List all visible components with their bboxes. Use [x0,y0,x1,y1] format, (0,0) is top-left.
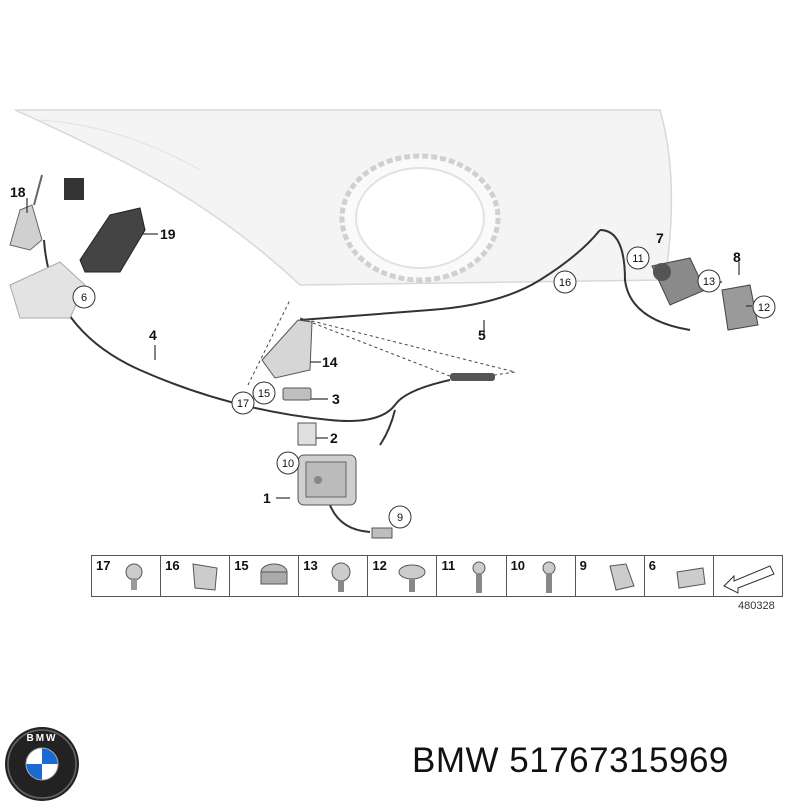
svg-text:BMW: BMW [27,733,58,744]
circled-callout-9: 9 [388,505,412,529]
callout-2: 2 [330,430,338,446]
parts-cell-number: 17 [96,558,111,573]
callout-7: 7 [656,230,664,246]
callout-8: 8 [733,249,741,265]
parts-cell-10: 10 [507,556,576,596]
bracket-14 [261,319,313,379]
screw-icon [331,562,351,592]
part-number-label: BMW 51767315969 [412,741,729,780]
circled-callout-12: 12 [752,295,776,319]
parts-cell-15: 15 [230,556,300,596]
sensor-18 [9,174,43,251]
bracket-8 [721,284,759,331]
hood-panel [14,109,673,286]
callout-19: 19 [160,226,176,242]
callout-1: 1 [263,490,271,506]
parts-cell-number: 11 [441,558,456,573]
parts-cell-6: 6 [645,556,714,596]
circled-callout-11: 11 [626,246,650,270]
svg-text:15: 15 [258,388,270,400]
connector-top [64,178,84,200]
parts-cell-12: 12 [368,556,438,596]
callout-5: 5 [478,327,486,343]
parts-cell-direction [714,556,782,596]
svg-text:16: 16 [559,277,571,289]
arrow-icon [722,565,775,594]
svg-text:11: 11 [632,253,643,265]
part-3 [282,387,312,401]
parts-cell-number: 10 [510,558,526,573]
parts-cell-number: 16 [165,558,180,573]
clip-icon [125,563,143,590]
bolt-icon [472,561,486,593]
part-2 [297,422,317,446]
screw-icon [398,564,426,592]
cable-end-5 [450,373,495,381]
parts-cell-16: 16 [161,556,231,596]
cable-clip-icon [676,567,706,589]
clip-icon [192,563,218,591]
parts-cell-number: 15 [234,558,249,573]
parts-cell-17: 17 [92,556,162,596]
hood-lock-assembly [297,454,357,506]
parts-cell-number: 12 [372,558,387,573]
circled-callout-13: 13 [697,269,721,293]
cover-19 [79,207,146,273]
small-parts-row: 17 16 15 13 12 11 10 9 6 [91,555,783,597]
circled-callout-16: 16 [553,270,577,294]
cables [43,229,691,533]
callout-18: 18 [10,184,26,200]
circled-callout-10: 10 [276,451,300,475]
latch-left [9,261,86,319]
circled-callout-6: 6 [72,285,96,309]
svg-text:9: 9 [397,512,403,524]
svg-text:17: 17 [237,398,249,410]
parts-cell-number: 13 [303,558,318,573]
svg-text:13: 13 [703,276,715,288]
callout-3: 3 [332,391,340,407]
diagram-reference-number: 480328 [738,600,775,612]
parts-cell-13: 13 [299,556,369,596]
circled-callout-15: 15 [252,381,276,405]
callout-4: 4 [149,327,157,343]
svg-text:6: 6 [81,292,87,304]
svg-text:10: 10 [282,458,294,470]
parts-cell-11: 11 [437,556,507,596]
parts-cell-number: 9 [579,558,587,573]
bolt-icon [542,561,556,593]
part-9 [371,527,393,539]
actuator-7 [651,257,706,306]
bmw-logo: BMW [5,727,79,801]
circled-callout-17: 17 [231,391,255,415]
clip-icon [609,563,635,591]
nut-icon [260,563,288,585]
parts-cell-number: 6 [648,558,656,573]
callout-14: 14 [322,354,338,370]
svg-text:12: 12 [758,302,770,314]
parts-cell-9: 9 [576,556,645,596]
guide-lines [247,299,516,386]
